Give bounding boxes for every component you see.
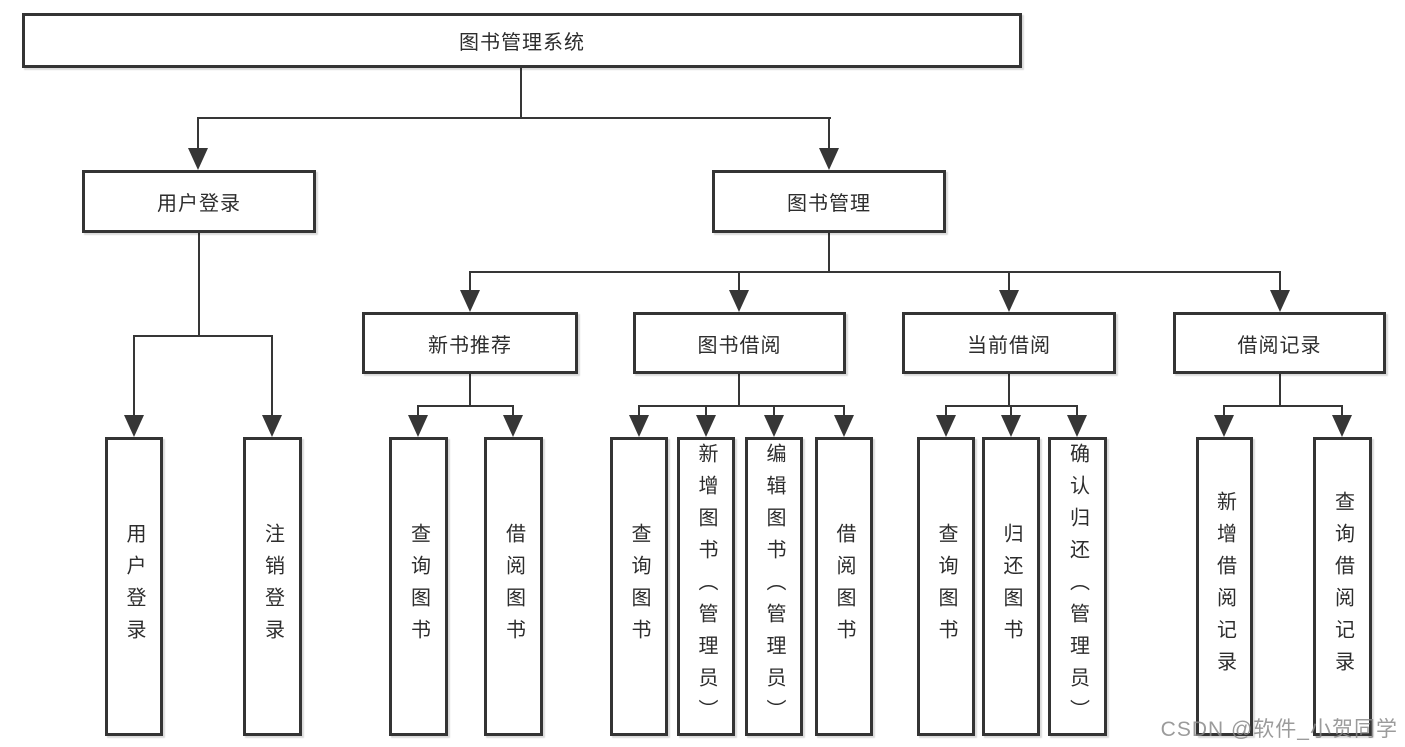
leaf-label: 新增借阅记录 (1213, 490, 1236, 683)
connector-line (469, 374, 471, 407)
connector-arrowhead (936, 415, 956, 437)
connector-arrowhead (1001, 415, 1021, 437)
leaf-label: 编辑图书（管理员） (763, 442, 785, 731)
leaf-label: 借阅图书 (833, 522, 855, 651)
connector-arrowhead (1332, 415, 1352, 437)
connector-line (828, 233, 830, 273)
node-label: 新书推荐 (428, 334, 512, 357)
leaf-box-borrow-books-1: 借阅图书 (484, 437, 543, 736)
connector-line (1010, 405, 1012, 419)
watermark: CSDN @软件_小贺同学 (1160, 718, 1398, 741)
connector-line (198, 233, 200, 337)
connector-arrowhead (764, 415, 784, 437)
leaf-box-query-books-2: 查询图书 (610, 437, 668, 736)
node-box-book-management: 图书管理 (712, 170, 946, 233)
connector-arrowhead (696, 415, 716, 437)
connector-arrowhead (729, 290, 749, 312)
connector-line (133, 335, 135, 417)
leaf-box-confirm-return-admin: 确认归还（管理员） (1048, 437, 1107, 736)
connector-line (1008, 271, 1010, 295)
leaf-box-query-borrow-record: 查询借阅记录 (1313, 437, 1372, 736)
leaf-box-query-books-3: 查询图书 (917, 437, 975, 736)
leaf-label: 查询借阅记录 (1331, 490, 1354, 683)
node-box-current-borrowing: 当前借阅 (902, 312, 1116, 374)
connector-line (469, 271, 1281, 273)
leaf-label: 查询图书 (935, 522, 957, 651)
connector-line (197, 117, 199, 152)
leaf-box-return-books: 归还图书 (982, 437, 1040, 736)
leaf-label: 借阅图书 (502, 522, 525, 651)
connector-line (705, 405, 707, 419)
node-box-library-system: 图书管理系统 (22, 13, 1022, 68)
connector-line (1076, 405, 1078, 419)
connector-line (1279, 271, 1281, 295)
leaf-box-logout: 注销登录 (243, 437, 302, 736)
connector-line (1223, 405, 1225, 419)
connector-arrowhead (124, 415, 144, 437)
node-label: 当前借阅 (967, 334, 1051, 357)
leaf-label: 查询图书 (407, 522, 430, 651)
connector-arrowhead (819, 148, 839, 170)
connector-arrowhead (408, 415, 428, 437)
node-label: 图书管理系统 (459, 32, 585, 54)
leaf-label: 新增图书（管理员） (695, 442, 717, 731)
connector-line (1341, 405, 1343, 419)
connector-arrowhead (460, 290, 480, 312)
connector-line (738, 271, 740, 295)
connector-line (197, 117, 831, 119)
leaf-box-add-book-admin: 新增图书（管理员） (677, 437, 735, 736)
connector-line (1279, 374, 1281, 407)
node-label: 借阅记录 (1237, 334, 1322, 357)
connector-line (417, 405, 419, 419)
connector-arrowhead (1067, 415, 1087, 437)
connector-arrowhead (834, 415, 854, 437)
connector-arrowhead (999, 290, 1019, 312)
leaf-label: 用户登录 (123, 522, 145, 651)
leaf-label: 查询图书 (628, 522, 650, 651)
connector-line (843, 405, 845, 419)
connector-line (1008, 374, 1010, 407)
leaf-box-user-login: 用户登录 (105, 437, 163, 736)
connector-line (1223, 405, 1343, 407)
node-box-user-login: 用户登录 (82, 170, 316, 233)
leaf-box-borrow-books-2: 借阅图书 (815, 437, 873, 736)
connector-line (945, 405, 947, 419)
leaf-box-query-books-1: 查询图书 (389, 437, 448, 736)
connector-line (520, 68, 522, 119)
connector-arrowhead (503, 415, 523, 437)
connector-line (417, 405, 514, 407)
connector-line (469, 271, 471, 295)
leaf-box-edit-book-admin: 编辑图书（管理员） (745, 437, 803, 736)
connector-line (828, 117, 830, 152)
node-box-new-book-recommend: 新书推荐 (362, 312, 578, 374)
node-label: 图书借阅 (697, 334, 782, 357)
connector-line (638, 405, 640, 419)
leaf-label: 注销登录 (261, 522, 284, 651)
leaf-label: 归还图书 (1000, 522, 1022, 651)
connector-line (271, 335, 273, 417)
node-box-book-borrowing: 图书借阅 (633, 312, 846, 374)
node-label: 用户登录 (157, 193, 241, 215)
connector-arrowhead (629, 415, 649, 437)
connector-arrowhead (1270, 290, 1290, 312)
connector-arrowhead (1214, 415, 1234, 437)
connector-line (773, 405, 775, 419)
connector-arrowhead (262, 415, 282, 437)
connector-arrowhead (188, 148, 208, 170)
connector-line (638, 405, 845, 407)
node-label: 图书管理 (787, 193, 871, 215)
leaf-box-add-borrow-record: 新增借阅记录 (1196, 437, 1253, 736)
connector-line (512, 405, 514, 419)
leaf-label: 确认归还（管理员） (1066, 442, 1089, 731)
node-box-borrowing-records: 借阅记录 (1173, 312, 1386, 374)
connector-line (738, 374, 740, 407)
connector-line (133, 335, 273, 337)
